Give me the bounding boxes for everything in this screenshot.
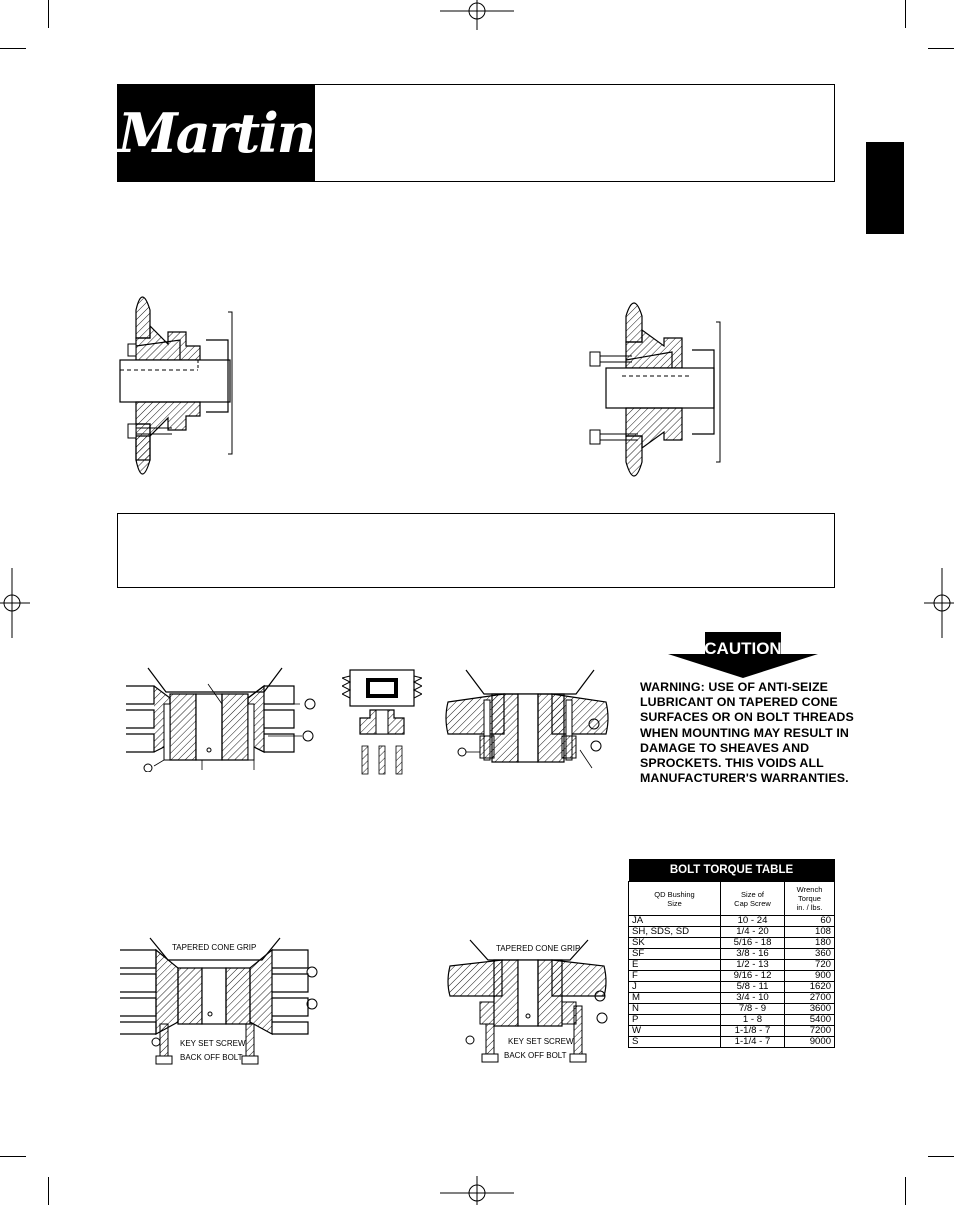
caution-warning-text: WARNING: USE OF ANTI-SEIZE LUBRICANT ON … [640, 680, 854, 786]
key-set-screw-label: KEY SET SCREW [180, 1039, 246, 1048]
sprocket-diagram-right [589, 302, 721, 477]
sprocket-diagram-left [119, 296, 233, 475]
sheave-mount-diagram-2 [445, 669, 609, 769]
tapered-cone-grip-label: TAPERED CONE GRIP [172, 943, 256, 952]
bushing-parts-diagram [342, 669, 422, 775]
caution-label: CAUTION [704, 639, 781, 658]
notice-box [117, 513, 835, 588]
table-title: BOLT TORQUE TABLE [628, 859, 835, 882]
header-qd-bushing-size: QD Bushing Size [628, 881, 721, 916]
back-off-bolt-label-2: BACK OFF BOLT [504, 1051, 567, 1060]
removal-diagram-sheave: TAPERED CONE GRIP KEY SET SCREW BACK OFF… [120, 937, 318, 1065]
registration-mark-top [440, 0, 514, 30]
registration-mark-bottom [440, 1176, 514, 1205]
header-wrench-torque: Wrench Torque in. / lbs. [783, 881, 836, 916]
martin-logo: Martin [117, 84, 316, 182]
logo-text: Martin [118, 101, 316, 165]
tapered-cone-grip-label-2: TAPERED CONE GRIP [496, 944, 580, 953]
caution-arrow-icon: CAUTION [668, 632, 818, 678]
key-set-screw-label-2: KEY SET SCREW [508, 1037, 574, 1046]
header-cap-screw-size: Size of Cap Screw [720, 881, 785, 916]
bolt-torque-table: BOLT TORQUE TABLE QD Bushing Size Size o… [628, 859, 836, 1048]
section-tab [866, 142, 904, 234]
registration-mark-left [0, 568, 30, 638]
back-off-bolt-label: BACK OFF BOLT [180, 1053, 243, 1062]
removal-diagram-sprocket: TAPERED CONE GRIP KEY SET SCREW BACK OFF… [447, 939, 608, 1063]
sheave-mount-diagram-1 [126, 667, 316, 772]
registration-mark-right [924, 568, 954, 638]
